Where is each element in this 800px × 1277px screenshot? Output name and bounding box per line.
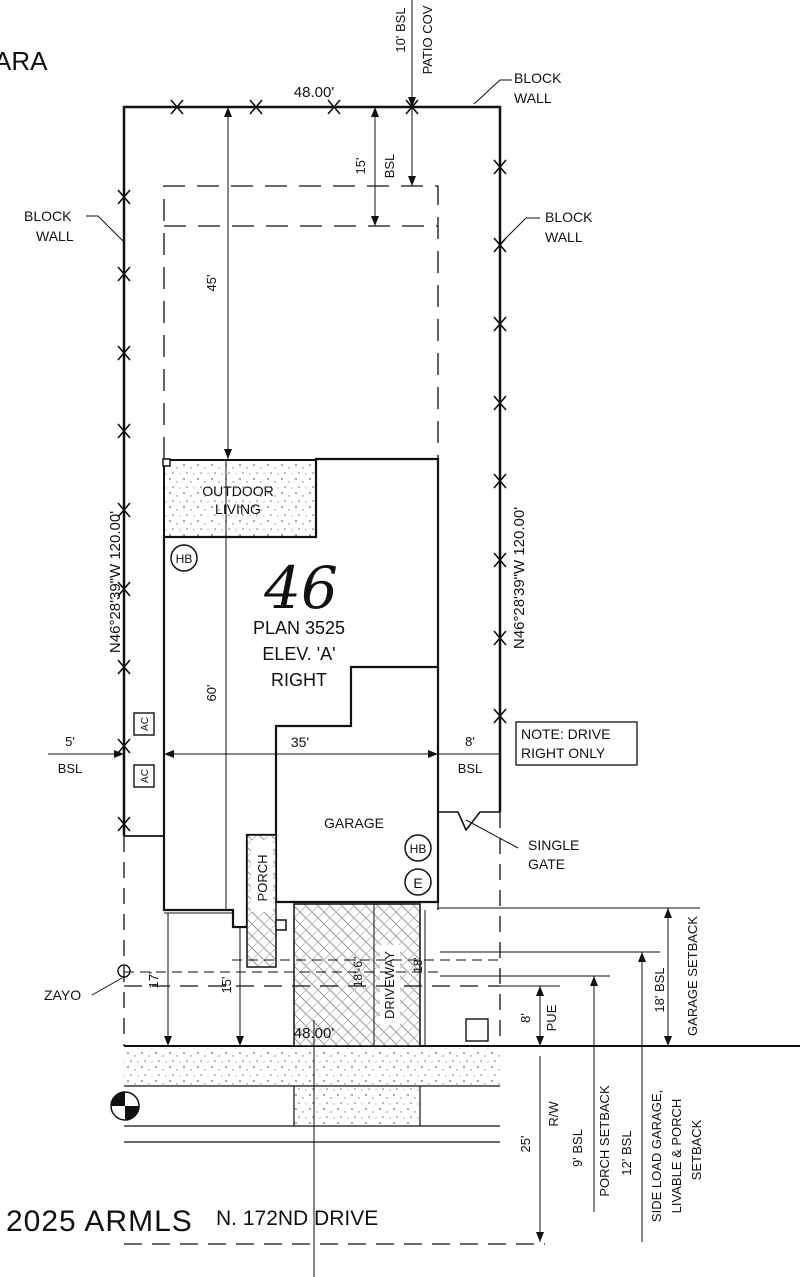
building-envelope bbox=[163, 185, 439, 910]
gate-label-2: GATE bbox=[528, 856, 565, 872]
sidewalk-stipple bbox=[124, 1048, 500, 1086]
rw-label: R/W bbox=[546, 1101, 561, 1127]
svg-text:HB: HB bbox=[410, 842, 427, 856]
svg-text:WALL: WALL bbox=[545, 229, 583, 245]
gate-leader bbox=[465, 819, 519, 849]
benchmark-icon bbox=[110, 1091, 140, 1121]
svg-text:E: E bbox=[413, 875, 422, 891]
street-lines bbox=[124, 1085, 500, 1143]
electric-marker: E bbox=[404, 868, 432, 896]
svg-text:AC: AC bbox=[140, 769, 151, 783]
svg-text:WALL: WALL bbox=[36, 228, 74, 244]
drive-approach bbox=[294, 1086, 420, 1126]
hose-bib-marker-2: HB bbox=[404, 834, 432, 862]
patio-cov: PATIO COV bbox=[420, 5, 435, 74]
corner-marker bbox=[162, 458, 171, 467]
outdoor-label-1: OUTDOOR bbox=[202, 483, 274, 499]
dim-8-bsl: BSL bbox=[458, 761, 483, 776]
single-gate-symbol bbox=[438, 811, 500, 832]
orientation-label: RIGHT bbox=[271, 670, 327, 690]
dim-15-bsl-label: BSL bbox=[382, 154, 397, 179]
driveway-label: DRIVEWAY bbox=[382, 951, 397, 1019]
pue-dim: 8' bbox=[518, 1013, 533, 1023]
dim-35: 35' bbox=[291, 734, 309, 750]
svg-text:BLOCK: BLOCK bbox=[24, 208, 72, 224]
dim-5-bsl: BSL bbox=[58, 761, 83, 776]
note-line-2: RIGHT ONLY bbox=[521, 745, 606, 761]
hose-bib-marker-1: HB bbox=[170, 544, 198, 572]
dim-45-line bbox=[224, 107, 232, 459]
garage-setback: GARAGE SETBACK bbox=[685, 916, 700, 1036]
note-line-1: NOTE: DRIVE bbox=[521, 726, 610, 742]
house-footprint bbox=[162, 457, 440, 929]
lot-number: 46 bbox=[263, 554, 338, 622]
dim-17: 17' bbox=[146, 972, 161, 989]
note-box bbox=[515, 721, 638, 766]
street-name: N. 172ND DRIVE bbox=[216, 1207, 378, 1230]
dim-18: 18' bbox=[411, 957, 425, 973]
ac-unit-1: AC bbox=[133, 712, 155, 736]
garage-outline bbox=[274, 667, 440, 904]
utility-box bbox=[465, 1018, 489, 1042]
block-wall-callout-right: BLOCK WALL bbox=[499, 209, 593, 245]
dim-8: 8' bbox=[465, 734, 475, 749]
bsl-9: 9' BSL bbox=[570, 1129, 585, 1167]
dim-15-bsl: 15' bbox=[353, 158, 368, 175]
svg-text:AC: AC bbox=[140, 717, 151, 731]
dim-5: 5' bbox=[65, 734, 75, 749]
porch-setback: PORCH SETBACK bbox=[597, 1085, 612, 1197]
bsl-18: 18' BSL bbox=[652, 967, 667, 1012]
side-load-1: SIDE LOAD GARAGE, bbox=[649, 1090, 664, 1222]
side-bearing-right: N46°28'39"W 120.00' bbox=[511, 507, 528, 649]
rw-dim: 25' bbox=[518, 1136, 533, 1153]
dim-45: 45' bbox=[204, 275, 219, 292]
zayo-marker bbox=[117, 964, 131, 978]
gate-label-1: SINGLE bbox=[528, 837, 579, 853]
elevation-label: ELEV. 'A' bbox=[262, 644, 335, 664]
block-wall-callout-left: BLOCK WALL bbox=[24, 208, 125, 244]
top-left-label: ARA bbox=[0, 46, 48, 76]
side-bearing-left: N46°28'39"W 120.00' bbox=[107, 511, 124, 653]
svg-text:WALL: WALL bbox=[514, 90, 552, 106]
plan-label: PLAN 3525 bbox=[253, 618, 345, 638]
frontage-top: 48.00' bbox=[294, 84, 335, 101]
dim-15: 15' bbox=[219, 977, 234, 994]
dim-60: 60' bbox=[204, 685, 219, 702]
dim-35-line bbox=[164, 750, 438, 758]
svg-text:BLOCK: BLOCK bbox=[514, 70, 562, 86]
side-load-3: SETBACK bbox=[689, 1119, 704, 1180]
armls-watermark: 2025 ARMLS bbox=[6, 1205, 193, 1238]
ac-unit-2: AC bbox=[133, 764, 155, 788]
top-bsl: 10' BSL bbox=[393, 7, 408, 52]
garage-label: GARAGE bbox=[324, 815, 384, 831]
svg-text:BLOCK: BLOCK bbox=[545, 209, 593, 225]
side-load-2: LIVABLE & PORCH bbox=[669, 1099, 684, 1214]
outdoor-label-2: LIVING bbox=[215, 501, 261, 517]
bsl-12: 12' BSL bbox=[619, 1130, 634, 1175]
pue-label: PUE bbox=[544, 1004, 559, 1031]
dim-15-bsl-line bbox=[371, 107, 379, 226]
porch-label: PORCH bbox=[255, 855, 270, 902]
zayo-leader bbox=[91, 977, 123, 996]
zayo-label: ZAYO bbox=[44, 987, 81, 1003]
front-setback-lines bbox=[164, 907, 700, 987]
block-wall-callout-top: BLOCK WALL bbox=[473, 70, 562, 106]
svg-text:HB: HB bbox=[176, 552, 193, 566]
